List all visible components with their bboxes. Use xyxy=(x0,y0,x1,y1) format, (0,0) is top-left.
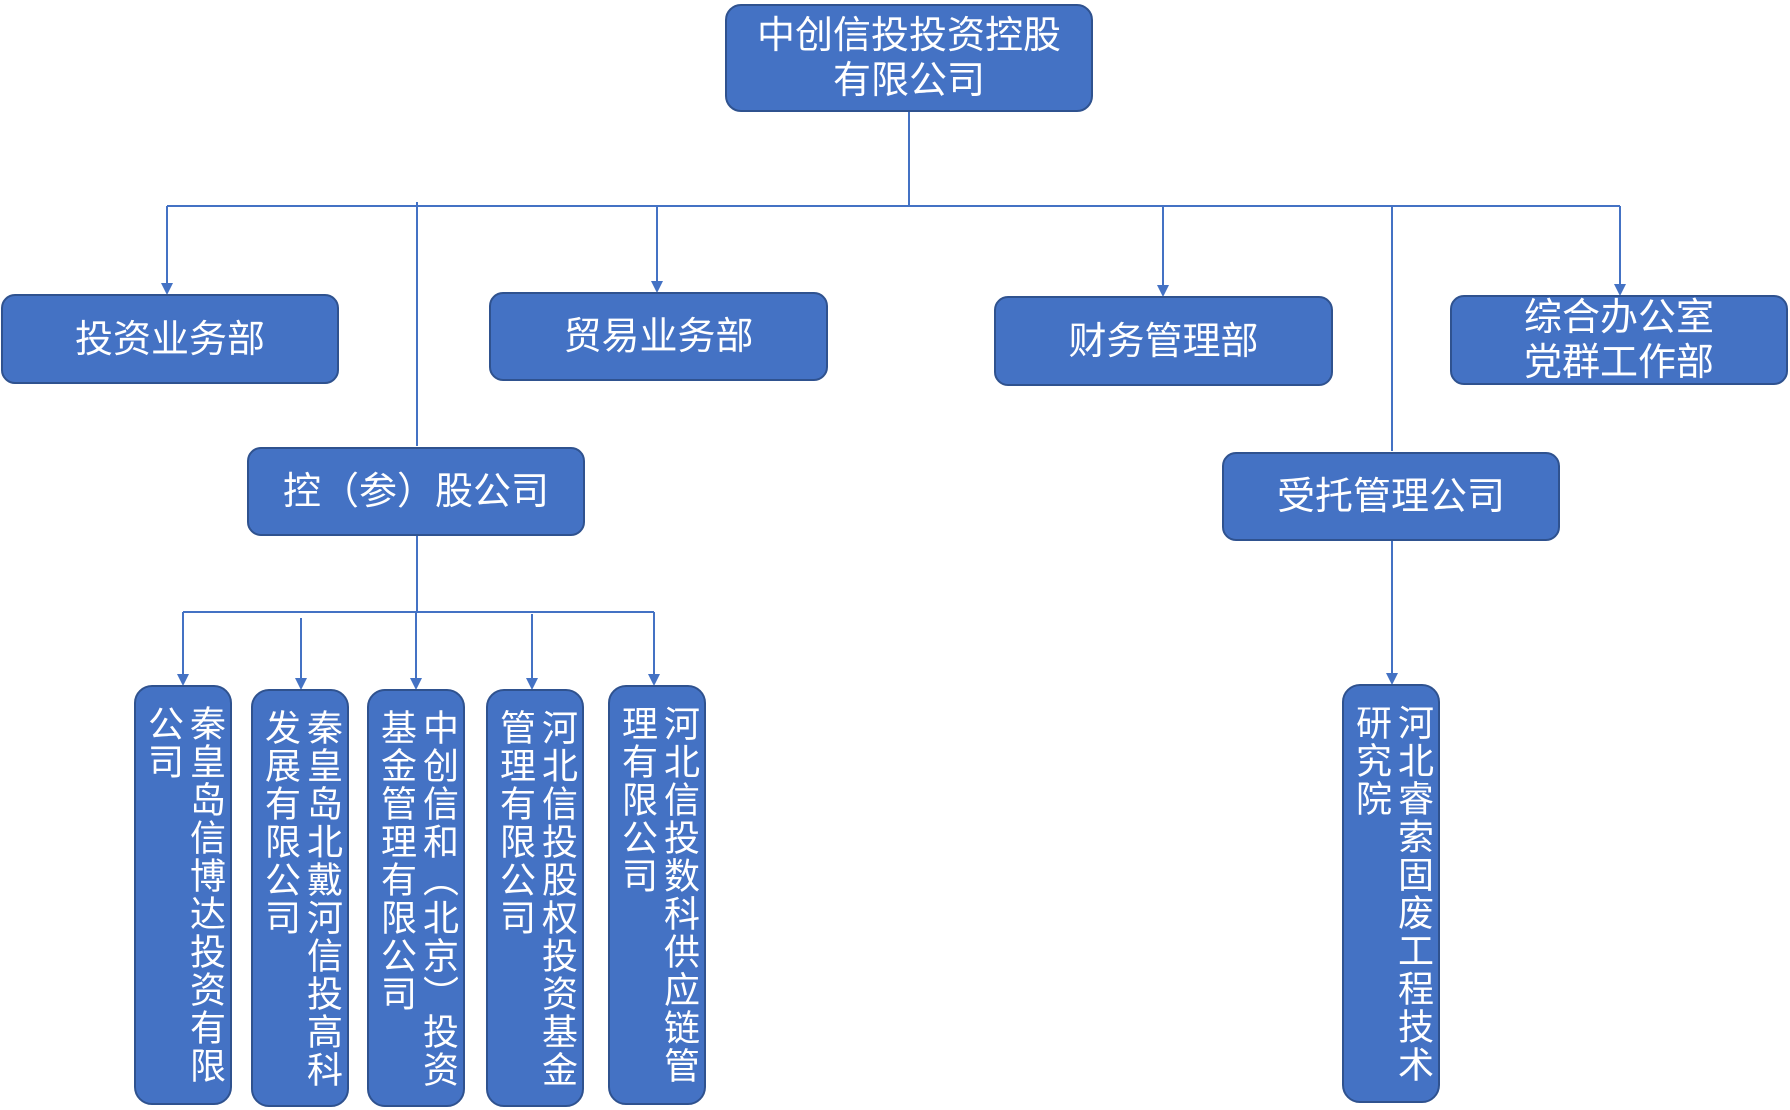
subsidiary-box-5: 河北信投数科供应链管理有限公司 xyxy=(608,685,706,1105)
entrusted-companies-label: 受托管理公司 xyxy=(1276,474,1505,518)
investment-dept-box: 投资业务部 xyxy=(1,294,339,384)
research-institute-box: 河北睿索固废工程技术研究院 xyxy=(1342,684,1440,1103)
trade-dept-box: 贸易业务部 xyxy=(489,292,828,381)
holding-companies-label: 控（参）股公司 xyxy=(282,469,549,513)
subsidiary-label-3: 中创信和（北京）投资基金管理有限公司 xyxy=(375,709,458,1089)
finance-dept-box: 财务管理部 xyxy=(994,296,1333,386)
finance-dept-label: 财务管理部 xyxy=(1068,318,1259,363)
subsidiary-label-5: 河北信投数科供应链管理有限公司 xyxy=(616,705,699,1085)
general-office-label: 综合办公室 党群工作部 xyxy=(1523,295,1714,384)
general-office-box: 综合办公室 党群工作部 xyxy=(1450,295,1788,385)
subsidiary-box-4: 河北信投股权投资基金管理有限公司 xyxy=(486,689,584,1107)
subsidiary-box-2: 秦皇岛北戴河信投高科发展有限公司 xyxy=(251,689,349,1107)
subsidiary-box-1: 秦皇岛信博达投资有限公司 xyxy=(134,685,232,1105)
entrusted-companies-box: 受托管理公司 xyxy=(1222,452,1560,541)
subsidiary-label-4: 河北信投股权投资基金管理有限公司 xyxy=(494,709,577,1089)
root-company-box: 中创信投投资控股 有限公司 xyxy=(725,4,1093,112)
root-company-label: 中创信投投资控股 有限公司 xyxy=(756,13,1061,102)
research-institute-label: 河北睿索固废工程技术研究院 xyxy=(1350,704,1433,1084)
subsidiary-box-3: 中创信和（北京）投资基金管理有限公司 xyxy=(367,689,465,1107)
investment-dept-label: 投资业务部 xyxy=(74,316,265,361)
subsidiary-label-1: 秦皇岛信博达投资有限公司 xyxy=(142,705,225,1085)
trade-dept-label: 贸易业务部 xyxy=(563,314,754,358)
holding-companies-box: 控（参）股公司 xyxy=(247,447,585,536)
subsidiary-label-2: 秦皇岛北戴河信投高科发展有限公司 xyxy=(259,709,342,1089)
